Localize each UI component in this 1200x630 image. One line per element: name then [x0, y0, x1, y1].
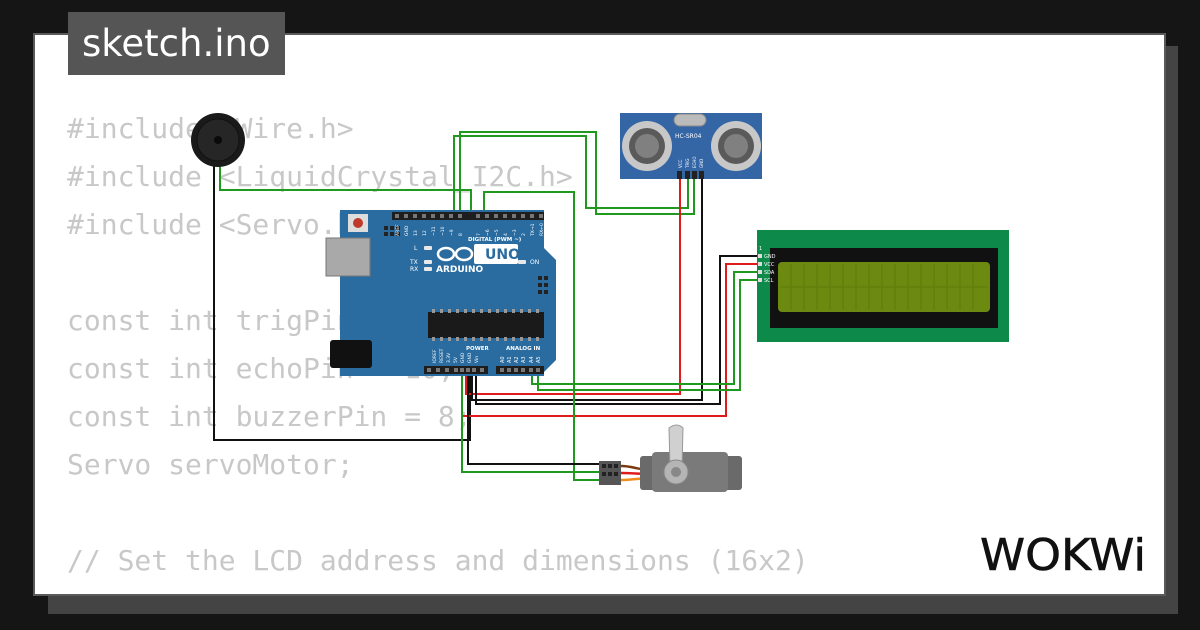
- wire-servo-vcc[interactable]: [461, 372, 602, 473]
- lcd-display[interactable]: 1 GND VCC SDA SCL: [757, 230, 1009, 342]
- pin-label: 3.3V: [446, 352, 452, 363]
- pin-label: A5: [536, 356, 542, 363]
- wires: [213, 131, 758, 481]
- pin-label: ~6: [485, 229, 491, 236]
- pin-label: SCL: [764, 278, 774, 284]
- led-rx-label: RX: [410, 266, 418, 273]
- pin-label: GND: [467, 352, 473, 363]
- buzzer[interactable]: [191, 113, 245, 167]
- wire-trig[interactable]: [453, 135, 689, 214]
- wire-lcd-gnd[interactable]: [475, 255, 758, 405]
- pin-label: 8: [458, 233, 464, 236]
- power-label: POWER: [466, 346, 490, 352]
- pin-label: TRIG: [685, 158, 690, 169]
- pin-label: RESET: [439, 348, 445, 363]
- pin-label: VCC: [678, 159, 683, 168]
- code-line: #include <LiquidCrystal_I2C.h>: [67, 160, 573, 193]
- pin-label: ~11: [431, 226, 437, 236]
- board-model: UNO: [485, 247, 520, 263]
- ultrasonic-transducer-left: [622, 121, 672, 171]
- pin-label: TX→1: [530, 223, 536, 237]
- lcd-pin-labels: 1 GND VCC SDA SCL: [759, 246, 776, 284]
- led-on: [518, 260, 526, 264]
- wire-buzzer-gnd[interactable]: [213, 162, 471, 441]
- wire-sensor-gnd[interactable]: [471, 178, 703, 401]
- led-l: [424, 246, 432, 250]
- power-pin-labels: IOREF RESET 3.3V 5V GND GND Vin: [432, 348, 480, 363]
- pin-label: GND: [764, 254, 776, 260]
- pin-label: GND: [699, 159, 704, 168]
- code-line: // Set the LCD address and dimensions (1…: [67, 544, 809, 577]
- code-line: const int buzzerPin = 8;: [67, 400, 472, 433]
- pin-label: A4: [529, 356, 535, 363]
- power-jack: [330, 340, 372, 368]
- lcd-pin-index: 1: [759, 246, 762, 252]
- pin-label: Vin: [474, 356, 480, 363]
- pin-label: SDA: [764, 270, 775, 276]
- pin-label: IOREF: [432, 349, 438, 363]
- analog-pin-labels: A0 A1 A2 A3 A4 A5: [500, 356, 542, 363]
- wokwi-logo-text: WOKWi: [980, 530, 1146, 576]
- pin-label: 4: [503, 233, 509, 236]
- code-line: const int lcdColumns = 16;: [67, 585, 809, 594]
- microcontroller-chip: [428, 312, 544, 338]
- wokwi-logo: WOKWi: [980, 530, 1147, 576]
- wire-lcd-scl[interactable]: [537, 279, 758, 391]
- pin-label: ~5: [494, 229, 500, 236]
- ultrasonic-transducer-right: [711, 121, 761, 171]
- wire-lcd-sda[interactable]: [531, 271, 758, 385]
- pin-label: A3: [521, 356, 527, 363]
- pin-label: VCC: [764, 262, 775, 268]
- usb-port: [325, 237, 371, 277]
- pin-label: 13: [413, 230, 419, 236]
- wire-buzzer-signal[interactable]: [219, 160, 472, 214]
- pin-label: ~3: [512, 229, 518, 236]
- pin-label: A1: [507, 356, 513, 363]
- digital-pin-labels: AREF GND 13 12 ~11 ~10 ~9 8 7 ~6 ~5 4 ~3…: [395, 223, 545, 237]
- reset-button[interactable]: [353, 218, 363, 228]
- pin-label: 2: [521, 233, 527, 236]
- led-tx: [424, 260, 432, 264]
- pin-label: GND: [404, 225, 410, 236]
- led-rx: [424, 267, 432, 271]
- pin-label: 12: [422, 230, 428, 236]
- pin-label: ~10: [440, 226, 446, 236]
- pin-label: ECHO: [692, 157, 697, 168]
- analog-label: ANALOG IN: [506, 346, 541, 352]
- servo-motor[interactable]: [599, 424, 742, 492]
- wire-echo[interactable]: [459, 131, 695, 215]
- pin-label: A2: [514, 356, 520, 363]
- arduino-uno-board[interactable]: AREF GND 13 12 ~11 ~10 ~9 8 7 ~6 ~5 4 ~3…: [325, 210, 556, 376]
- sensor-model: HC-SR04: [675, 133, 702, 140]
- code-line: const int echoPin = 10;: [67, 352, 455, 385]
- pin-label: 5V: [453, 356, 459, 363]
- file-name-tab[interactable]: sketch.ino: [68, 12, 285, 75]
- led-l-label: L: [414, 245, 418, 252]
- sensor-pin-labels: VCC TRIG ECHO GND: [678, 157, 704, 169]
- ultrasonic-sensor[interactable]: HC-SR04 VCC TRIG ECHO GND: [620, 113, 762, 179]
- pin-label: A0: [500, 356, 506, 363]
- led-tx-label: TX: [409, 259, 418, 266]
- pin-label: GND: [460, 352, 466, 363]
- on-label: ON: [530, 259, 539, 266]
- digital-label: DIGITAL (PWM ~): [468, 237, 522, 243]
- wire-servo-signal[interactable]: [483, 191, 602, 481]
- pin-label: RX←0: [539, 223, 545, 236]
- wire-servo-gnd[interactable]: [467, 372, 602, 465]
- digital-header: [392, 212, 544, 220]
- pin-label: 7: [476, 233, 482, 236]
- code-line: Servo servoMotor;: [67, 448, 354, 481]
- pin-label: AREF: [395, 224, 401, 236]
- analog-header: [496, 366, 544, 374]
- pin-label: ~9: [449, 229, 455, 236]
- board-brand: ARDUINO: [436, 265, 484, 275]
- arduino-logo: [436, 244, 518, 264]
